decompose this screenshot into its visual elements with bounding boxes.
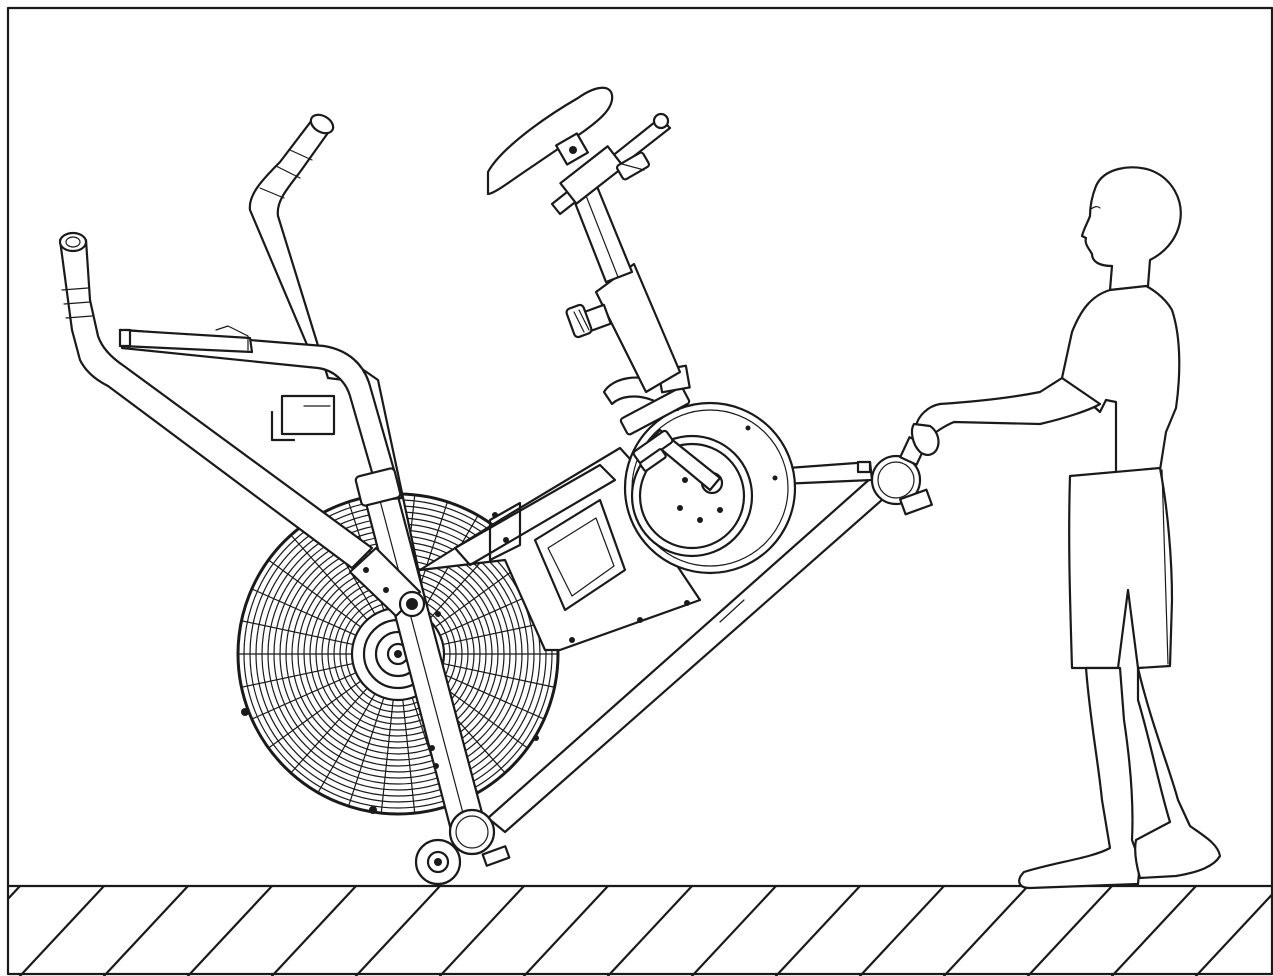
fan-spoke	[267, 559, 362, 628]
fan-spoke	[251, 588, 357, 636]
front-transport-wheel	[414, 808, 511, 886]
console	[118, 325, 336, 442]
fan-spoke	[442, 662, 556, 688]
seat	[486, 86, 614, 196]
seat-knob	[565, 303, 612, 339]
console-mount	[270, 394, 336, 442]
floor	[6, 884, 1273, 976]
fan-spoke	[402, 699, 416, 814]
seat-slider	[550, 112, 672, 216]
crank-and-pedal	[602, 364, 722, 492]
floor-hatch-line	[354, 886, 442, 976]
floor-hatch-line	[858, 886, 946, 976]
floor-hatch-line	[1194, 892, 1272, 976]
floor-hatching	[8, 886, 1272, 976]
floor-hatch-line	[606, 886, 694, 976]
floor-hatch-line	[18, 886, 106, 976]
floor-hatch-line	[186, 886, 274, 976]
fan-spoke	[240, 662, 354, 688]
fan-spoke	[380, 699, 394, 814]
fan-spoke	[251, 672, 357, 720]
fan-spoke	[439, 672, 545, 720]
floor-hatch-line	[1110, 886, 1198, 976]
frame-border	[6, 6, 1273, 976]
fan-spoke	[240, 620, 354, 646]
person-figure	[910, 166, 1222, 890]
rear-stabilizer-cap	[856, 436, 933, 516]
floor-hatch-line	[8, 886, 22, 901]
floor-hatch-line	[1026, 886, 1114, 976]
fan-spoke	[317, 693, 376, 794]
floor-hatch-line	[438, 886, 526, 976]
floor-hatch-line	[690, 886, 778, 976]
fan-spoke	[267, 680, 362, 749]
floor-hatch-line	[270, 886, 358, 976]
floor-hatch-line	[942, 886, 1030, 976]
seat-assembly	[486, 86, 682, 394]
floor-hatch-line	[774, 886, 862, 976]
floor-hatch-line	[102, 886, 190, 976]
fan-spoke	[347, 697, 385, 807]
floor-hatch-line	[522, 886, 610, 976]
fan-spoke	[290, 534, 368, 621]
fan-spoke	[290, 687, 368, 774]
